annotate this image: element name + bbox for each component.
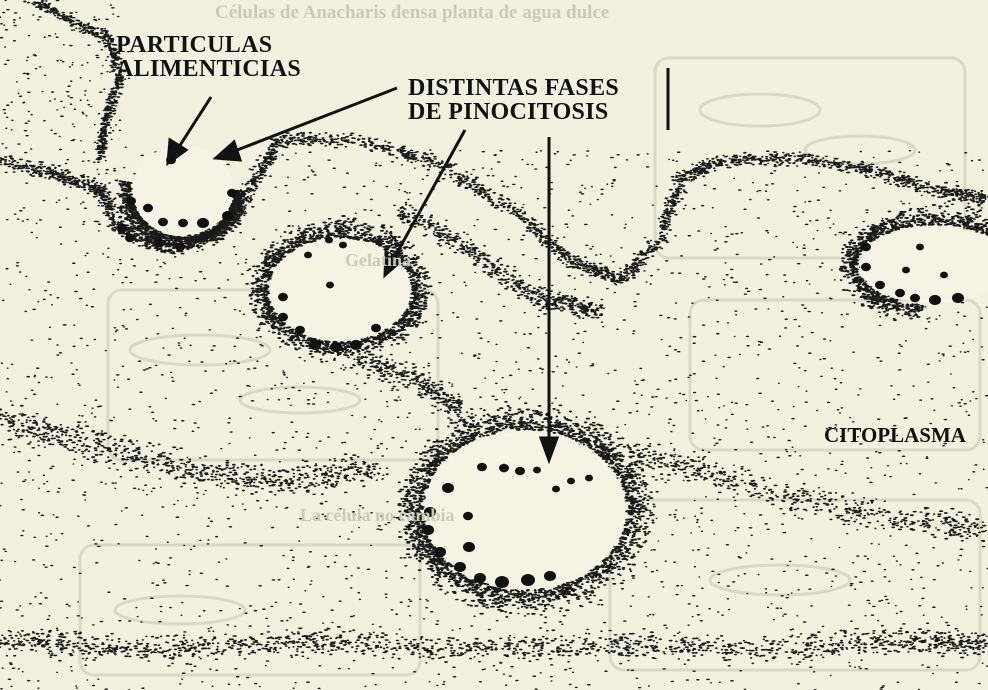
ghost-cell xyxy=(80,545,420,675)
food-particle xyxy=(125,234,135,243)
food-particle xyxy=(295,326,305,335)
food-particle xyxy=(544,571,556,581)
food-particle xyxy=(325,237,333,244)
food-particle xyxy=(929,295,941,305)
food-particle xyxy=(940,272,948,279)
ghost-chloroplast xyxy=(130,335,270,365)
food-particle xyxy=(463,542,475,552)
food-particle xyxy=(474,573,486,583)
vesicle-interiors xyxy=(133,145,988,588)
food-particle xyxy=(875,281,885,290)
food-particle xyxy=(304,252,312,259)
bleed-mid-left: Gelatina xyxy=(345,250,411,271)
food-particle xyxy=(339,242,347,249)
food-particle xyxy=(902,267,910,274)
food-particle xyxy=(477,463,487,472)
label-distintas-fases: DISTINTAS FASES DE PINOCITOSIS xyxy=(408,76,619,124)
food-particle xyxy=(434,547,446,557)
food-particle xyxy=(158,218,168,227)
food-particle xyxy=(222,211,234,221)
food-particle xyxy=(533,467,541,474)
food-particle xyxy=(585,475,593,482)
food-particle xyxy=(952,293,964,303)
food-particle xyxy=(463,512,473,521)
arrows xyxy=(168,68,668,460)
food-particle xyxy=(422,525,434,535)
food-particle xyxy=(552,486,560,493)
label-particulas-alimenticias: PARTICULAS ALIMENTICIAS xyxy=(116,33,301,81)
food-particle xyxy=(197,218,209,228)
food-particle xyxy=(910,294,920,303)
food-particle xyxy=(499,464,509,473)
ghost-chloroplast xyxy=(700,94,820,126)
food-particle xyxy=(126,197,136,206)
food-particle xyxy=(309,340,321,350)
food-particle xyxy=(326,282,334,289)
arrow-particulas-shaft xyxy=(177,97,211,150)
food-particle xyxy=(175,243,185,252)
food-particle xyxy=(861,243,871,252)
food-particle xyxy=(521,574,535,586)
food-particle xyxy=(454,562,466,572)
food-particle xyxy=(178,219,188,228)
vesicle-4-interior xyxy=(860,227,988,303)
food-particle xyxy=(567,478,575,485)
food-particle xyxy=(278,293,288,302)
food-particle xyxy=(278,313,288,322)
food-particle xyxy=(117,224,127,233)
food-particle xyxy=(916,244,924,251)
food-particle xyxy=(442,483,454,493)
food-particle xyxy=(350,340,362,350)
food-particle xyxy=(861,263,871,272)
ghost-chloroplast xyxy=(115,596,245,624)
bleed-top-caption: Células de Anacharis densa planta de agu… xyxy=(215,2,609,24)
food-particle xyxy=(371,324,381,333)
food-particle xyxy=(143,204,153,213)
food-particle xyxy=(515,467,525,476)
food-particle xyxy=(495,576,509,588)
food-particle xyxy=(330,342,342,352)
bleed-mid-right: La célula no cambia xyxy=(300,505,455,526)
label-citoplasma: CITOPLASMA xyxy=(824,425,966,446)
arrow-fase1-head xyxy=(216,142,240,160)
food-particle xyxy=(227,189,237,198)
ghost-chloroplast xyxy=(710,565,850,595)
food-particle xyxy=(895,289,905,298)
ghost-cell xyxy=(610,500,980,670)
food-particle xyxy=(155,239,165,248)
